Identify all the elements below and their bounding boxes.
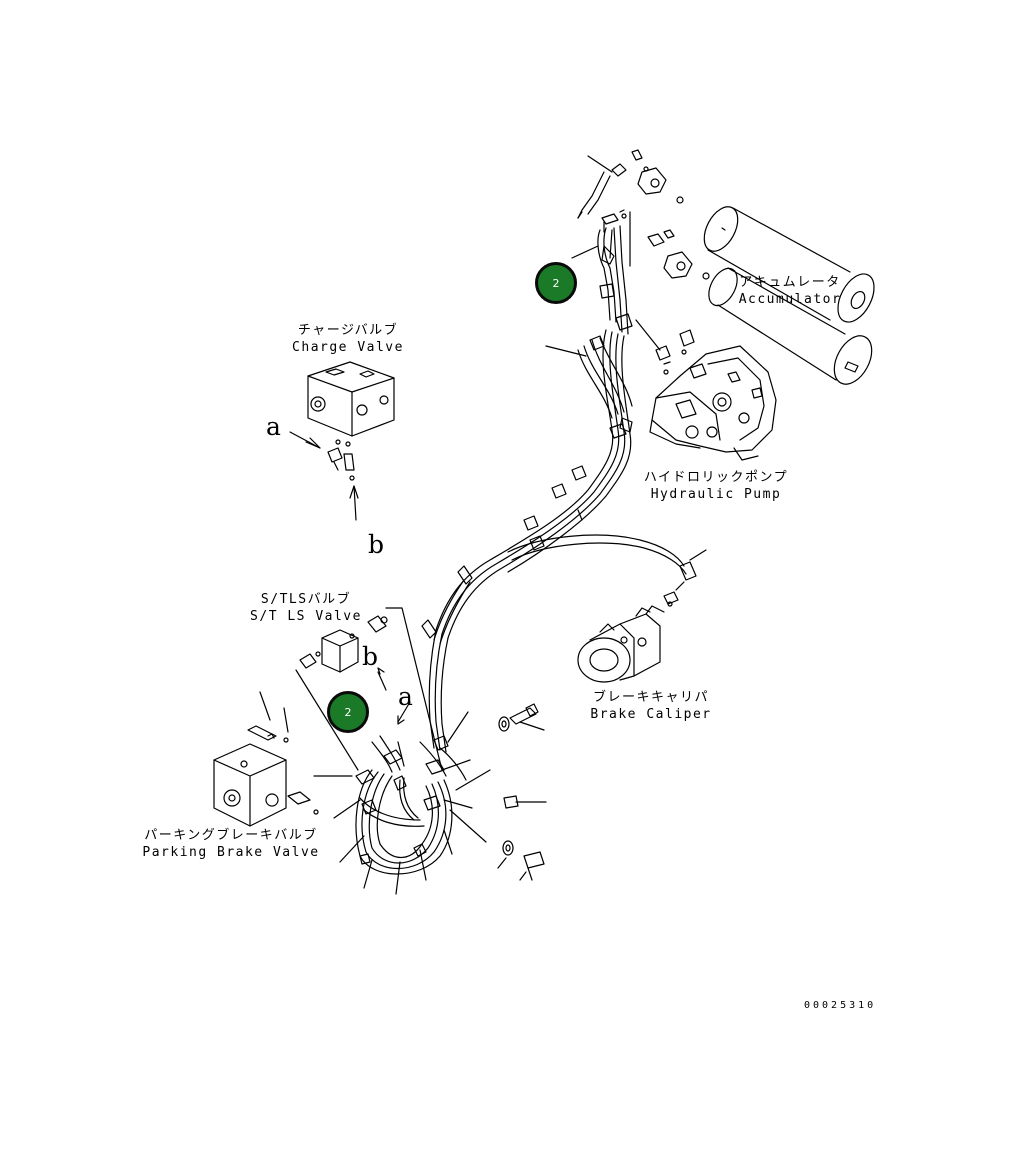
hydraulic-pump-label-jp: ハイドロリックポンプ xyxy=(643,470,789,485)
accumulator-label-en: Accumulator xyxy=(738,292,842,307)
document-number: 00025310 xyxy=(804,1000,877,1011)
stls-valve-drawing xyxy=(296,608,442,770)
lower-hose-bundle xyxy=(314,712,490,894)
accumulator-label-jp: アキュムレータ xyxy=(739,275,841,290)
view-marker-b-charge: b xyxy=(368,530,385,559)
view-marker-b-stls: b xyxy=(362,642,379,671)
charge-valve-label-jp: チャージバルブ xyxy=(297,323,399,338)
upper-hoses xyxy=(422,156,706,752)
parking-brake-valve-label-en: Parking Brake Valve xyxy=(142,845,320,860)
view-marker-a-charge: a xyxy=(266,412,281,441)
callout-badge-upper[interactable]: 2 xyxy=(535,262,577,304)
stls-valve-label-en: S/T LS Valve xyxy=(250,609,362,624)
charge-valve-drawing xyxy=(290,362,394,520)
brake-caliper-label-en: Brake Caliper xyxy=(590,707,712,722)
accumulator-drawing xyxy=(632,150,881,390)
charge-valve-label-en: Charge Valve xyxy=(292,340,404,355)
brake-caliper-label-jp: ブレーキキャリパ xyxy=(592,690,710,705)
view-marker-a-stls: a xyxy=(398,682,413,711)
bolts-and-washers xyxy=(498,704,546,880)
parking-brake-valve-drawing xyxy=(214,692,318,826)
brake-caliper-drawing xyxy=(578,582,684,682)
hydraulic-pump-drawing xyxy=(650,346,776,460)
hydraulic-pump-label-en: Hydraulic Pump xyxy=(650,487,782,502)
callout-badge-lower[interactable]: 2 xyxy=(327,691,369,733)
stls-valve-label-jp: S/TLSバルブ xyxy=(260,592,352,607)
parking-brake-valve-label-jp: パーキングブレーキバルブ xyxy=(144,828,318,843)
